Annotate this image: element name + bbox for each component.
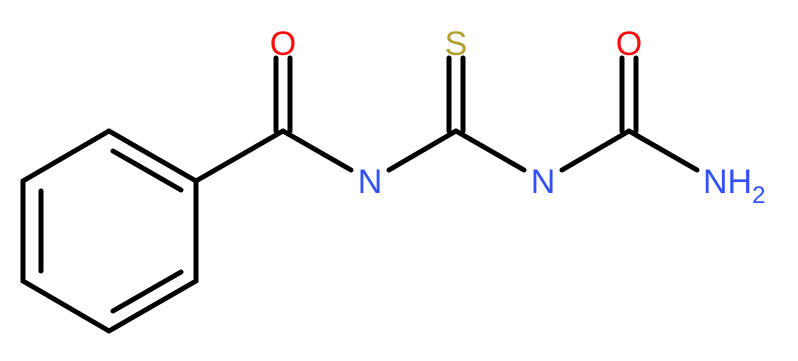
atom-nh2-symbol: NH [703,163,752,201]
thiocarbonyl-to-n2-bond [453,128,527,173]
ring-bond-top-right [106,128,199,184]
ring-bond-bottom-left [20,278,112,334]
carbonyl-to-n1-bond [280,128,354,173]
ring-double-bond-inner-2 [110,269,184,314]
ring-double-bond-inner-1 [110,148,184,193]
atom-s1: S [445,25,468,63]
atom-nh2-subscript: 2 [752,182,765,209]
atom-labels: O N S N O NH2 [270,25,766,209]
ring-bond-top-left [20,128,112,184]
atom-o1: O [270,25,296,63]
n2-to-carbonyl-2-bond [559,128,632,173]
ring-bond-bottom-right [106,278,199,334]
atom-n1: N [358,163,383,201]
atom-nh2: NH2 [703,163,765,209]
ring-to-carbonyl-bond [193,128,286,184]
n1-to-thiocarbonyl-bond [386,128,459,173]
atom-n2: N [531,163,556,201]
carbonyl-2-to-nh2-bond [626,128,700,173]
bonds [20,55,700,334]
atom-o2: O [616,25,642,63]
